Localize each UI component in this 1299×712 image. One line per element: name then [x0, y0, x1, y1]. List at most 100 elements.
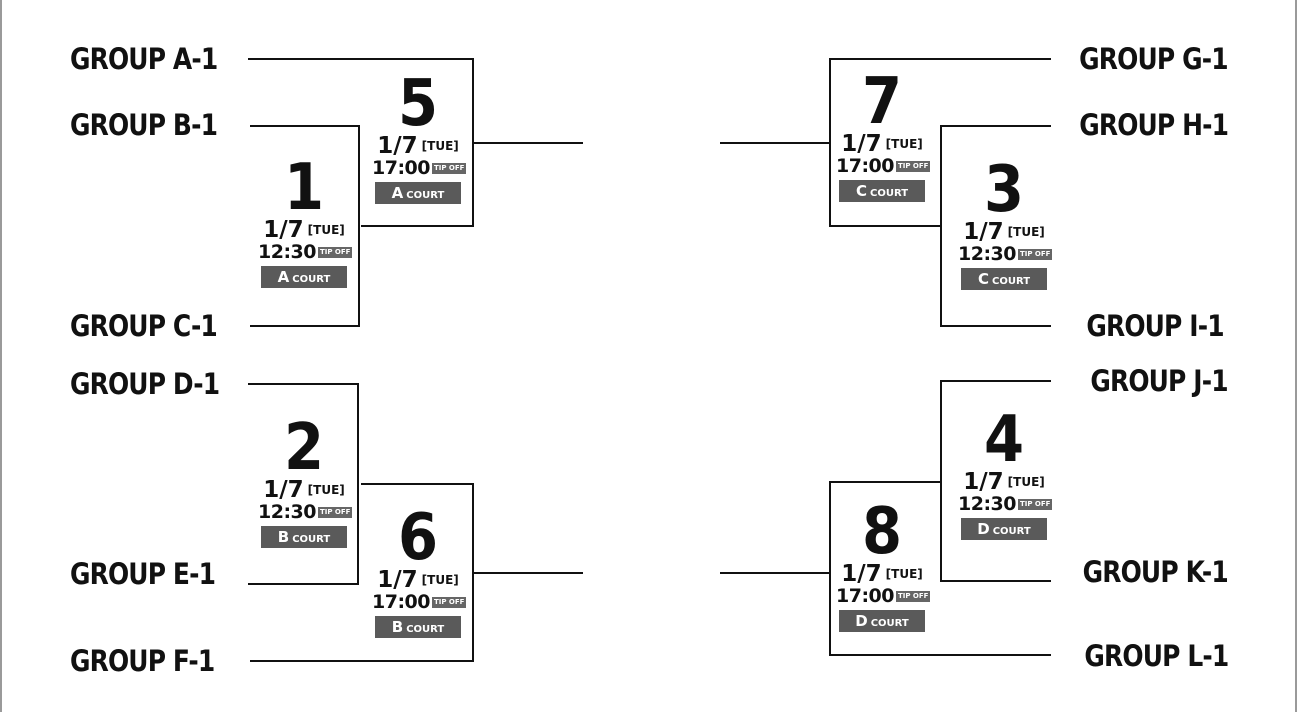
- time-text: 17:00: [372, 157, 430, 179]
- team-group-j-1: GROUP J-1: [1090, 364, 1229, 398]
- court-suffix: COURT: [991, 276, 1031, 287]
- court-suffix: COURT: [869, 188, 909, 199]
- date-text: 1/7: [841, 131, 882, 157]
- bracket-line-j-k-g4: [940, 380, 1051, 582]
- time-text: 12:30: [258, 501, 316, 523]
- tip-off-badge: TIP OFF: [895, 591, 931, 602]
- day-text: [TUE]: [1007, 225, 1045, 239]
- court-letter: D: [855, 612, 868, 630]
- date-text: 1/7: [963, 219, 1004, 245]
- game-number: 4: [983, 403, 1025, 477]
- tip-off-badge: TIP OFF: [895, 161, 931, 172]
- game-number: 5: [397, 67, 439, 141]
- game-date: 1/7[TUE]: [836, 132, 928, 156]
- court-letter: C: [977, 270, 989, 288]
- bracket-line-b-c-g1: [250, 125, 360, 327]
- team-group-k-1: GROUP K-1: [1082, 555, 1229, 589]
- game-number: 6: [397, 501, 439, 575]
- day-text: [TUE]: [307, 223, 345, 237]
- tip-off-badge: TIP OFF: [1017, 249, 1053, 260]
- tip-off-badge: TIP OFF: [317, 247, 353, 258]
- game-number: 7: [861, 65, 903, 139]
- game-date: 1/7[TUE]: [958, 220, 1050, 244]
- tip-off-badge: TIP OFF: [431, 597, 467, 608]
- game-date: 1/7[TUE]: [372, 134, 464, 158]
- team-group-d-1: GROUP D-1: [70, 367, 220, 401]
- court-suffix: COURT: [406, 190, 445, 201]
- team-group-g-1: GROUP G-1: [1079, 42, 1228, 76]
- court-suffix: COURT: [870, 618, 909, 629]
- court-suffix: COURT: [992, 526, 1031, 537]
- day-text: [TUE]: [885, 137, 923, 151]
- date-text: 1/7: [377, 133, 418, 159]
- bracket-line-h-i-g3: [940, 125, 1051, 327]
- court-letter: A: [277, 268, 290, 286]
- day-text: [TUE]: [421, 573, 459, 587]
- bracket-line-d-e-g2: [248, 383, 359, 585]
- court-letter: C: [855, 182, 867, 200]
- time-text: 12:30: [258, 241, 316, 263]
- team-group-e-1: GROUP E-1: [70, 557, 216, 591]
- time-text: 17:00: [836, 155, 894, 177]
- day-text: [TUE]: [1007, 475, 1045, 489]
- tip-off-badge: TIP OFF: [1017, 499, 1053, 510]
- court-letter: B: [391, 618, 404, 636]
- game-date: 1/7[TUE]: [258, 218, 350, 242]
- team-group-h-1: GROUP H-1: [1079, 108, 1229, 142]
- game-number: 2: [283, 411, 325, 485]
- date-text: 1/7: [377, 567, 418, 593]
- bracket-line-l-to-g8: [829, 481, 1051, 656]
- game-date: 1/7[TUE]: [258, 478, 350, 502]
- team-group-c-1: GROUP C-1: [70, 309, 218, 343]
- time-text: 17:00: [372, 591, 430, 613]
- date-text: 1/7: [841, 561, 882, 587]
- court-suffix: COURT: [292, 534, 331, 545]
- team-group-a-1: GROUP A-1: [70, 42, 218, 76]
- day-text: [TUE]: [421, 139, 459, 153]
- court-suffix: COURT: [292, 274, 331, 285]
- time-text: 12:30: [958, 243, 1016, 265]
- day-text: [TUE]: [885, 567, 923, 581]
- court-letter: D: [977, 520, 990, 538]
- tip-off-badge: TIP OFF: [317, 507, 353, 518]
- date-text: 1/7: [263, 217, 304, 243]
- court-suffix: COURT: [406, 624, 445, 635]
- team-group-l-1: GROUP L-1: [1084, 639, 1229, 673]
- team-group-i-1: GROUP I-1: [1086, 309, 1225, 343]
- game-number: 3: [983, 153, 1025, 227]
- team-group-b-1: GROUP B-1: [70, 108, 218, 142]
- court-letter: A: [391, 184, 404, 202]
- date-text: 1/7: [263, 477, 304, 503]
- date-text: 1/7: [963, 469, 1004, 495]
- time-text: 17:00: [836, 585, 894, 607]
- game-number: 8: [861, 495, 903, 569]
- day-text: [TUE]: [307, 483, 345, 497]
- game-number: 1: [283, 151, 325, 225]
- court-letter: B: [277, 528, 290, 546]
- game-date: 1/7[TUE]: [958, 470, 1050, 494]
- game-date: 1/7[TUE]: [372, 568, 464, 592]
